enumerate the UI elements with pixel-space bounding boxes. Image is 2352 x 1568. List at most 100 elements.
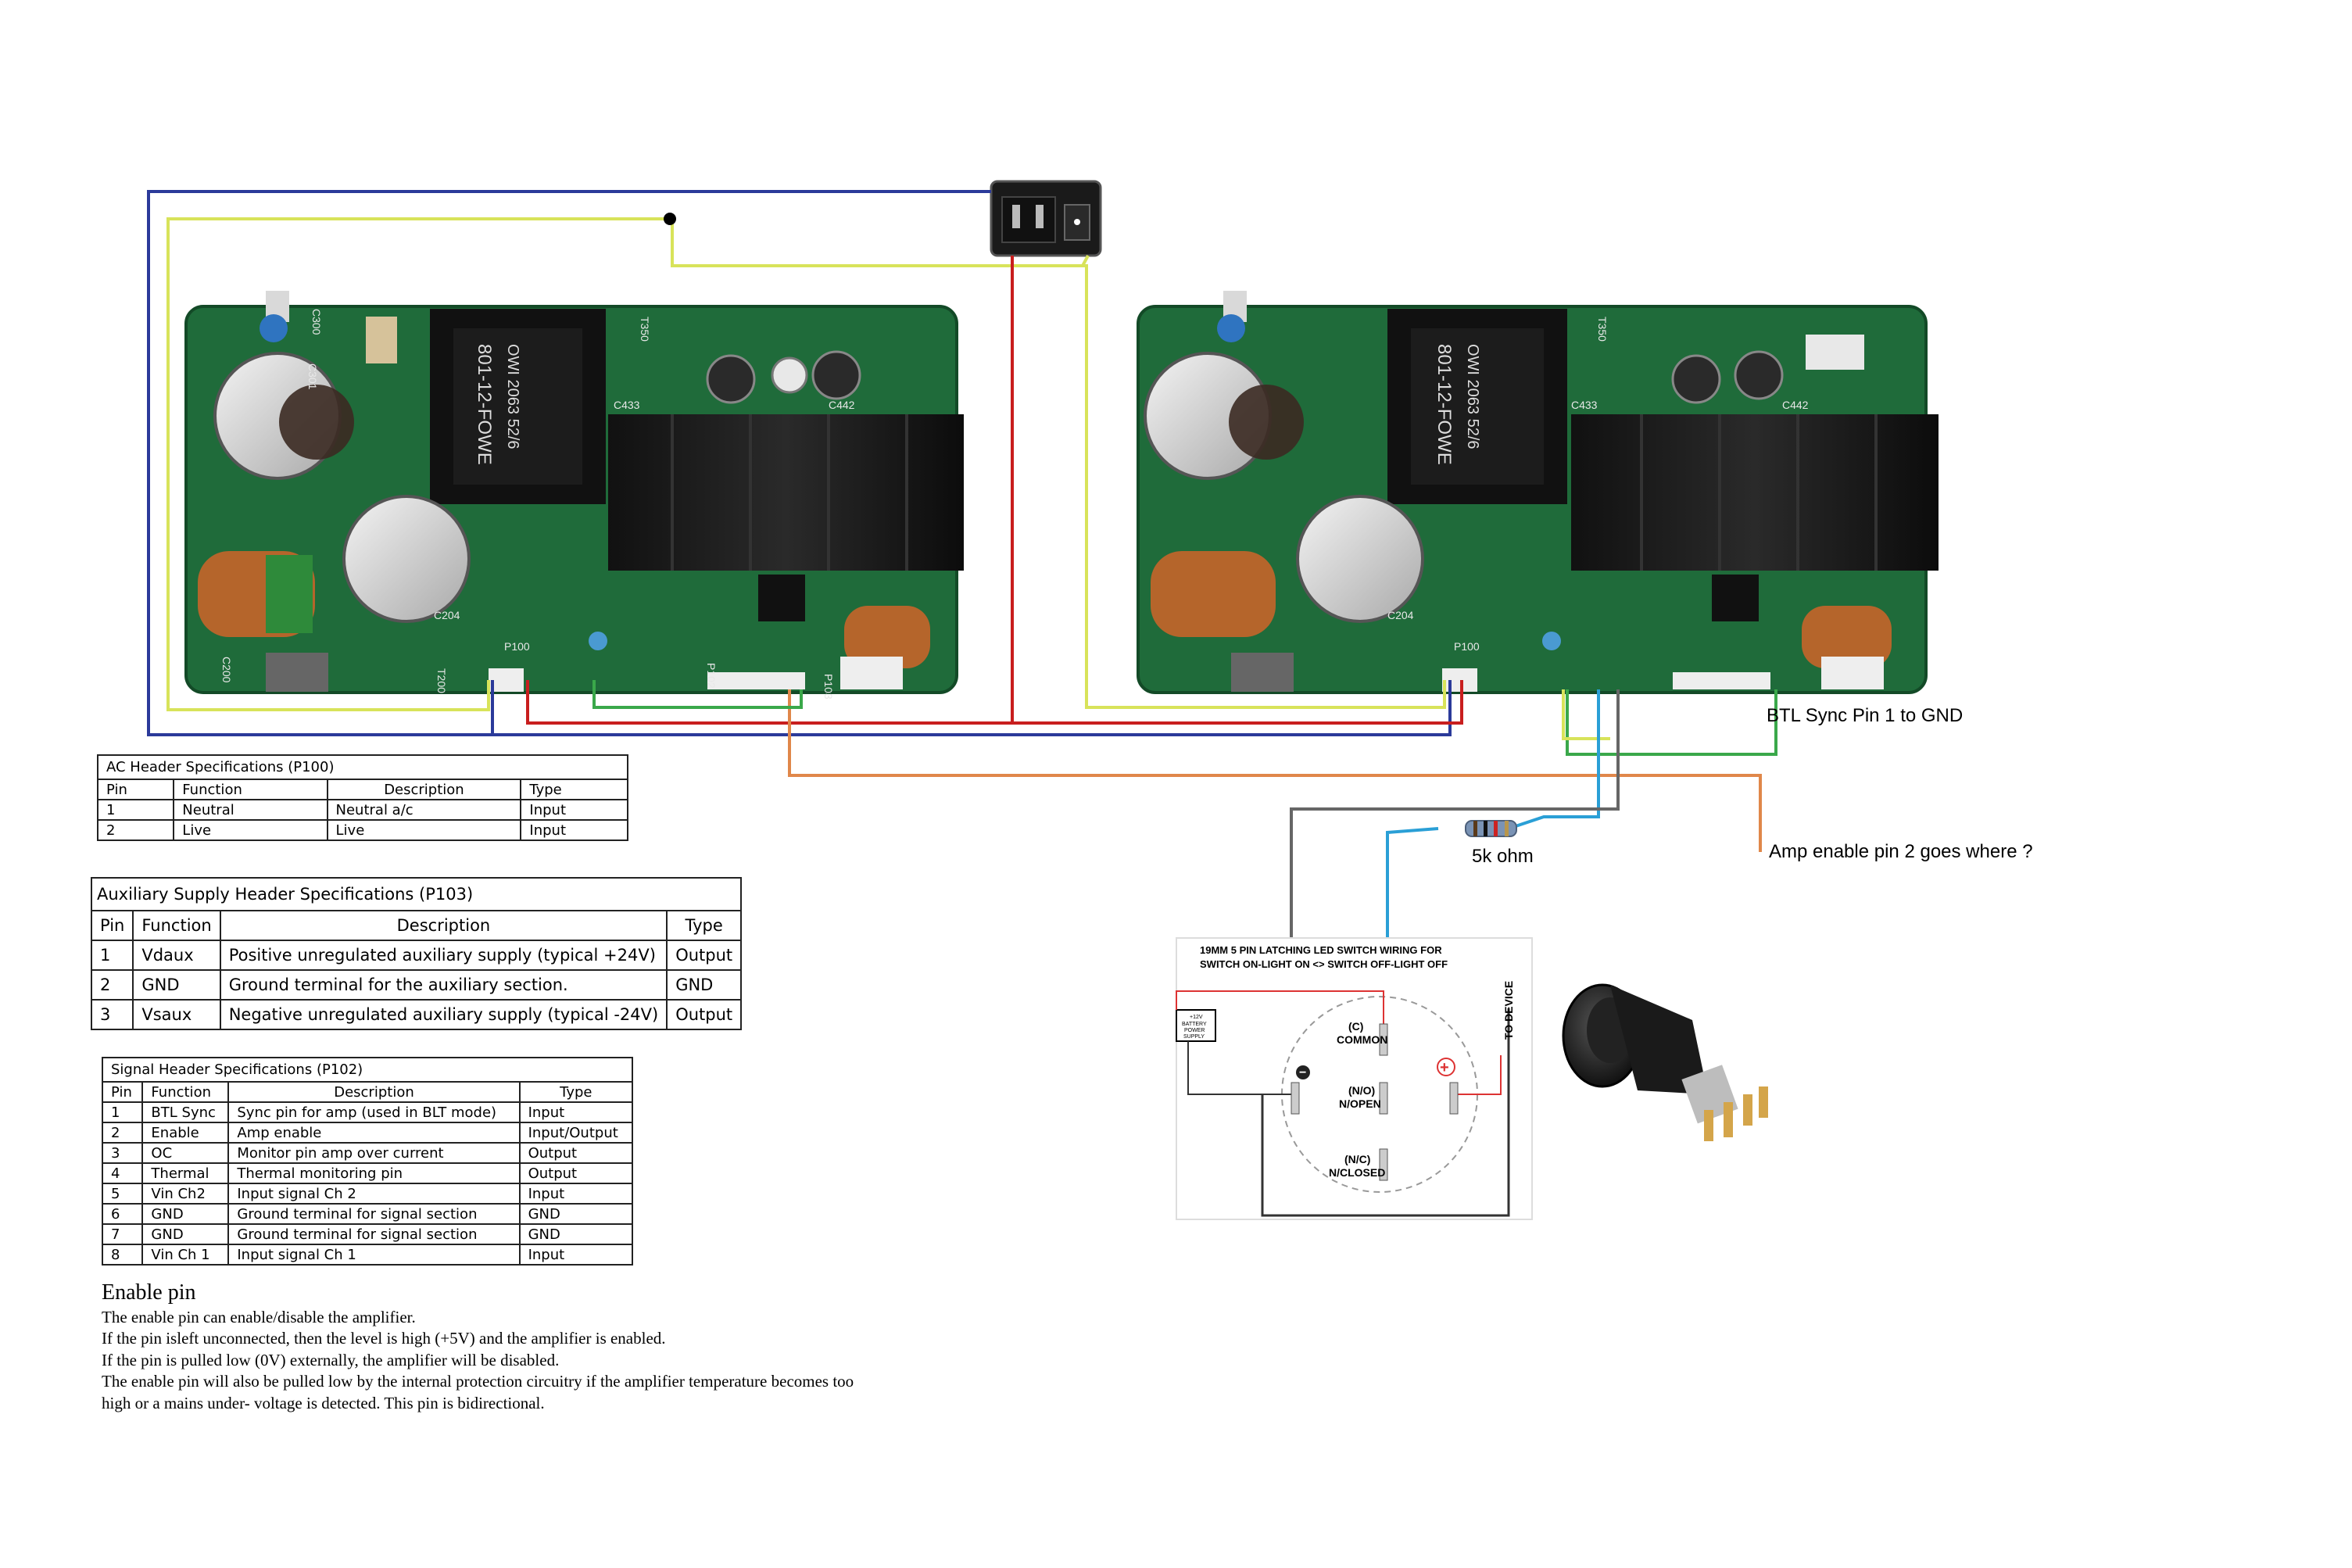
silk-t200-left: T200: [435, 668, 448, 693]
silk-p100-left: P100: [504, 640, 530, 653]
silk-c442-left: C442: [829, 399, 855, 411]
table-cell: 4: [101, 1162, 144, 1184]
table-cell: Input: [520, 799, 628, 821]
signal-header-table: Signal Header Specifications (P102) Pin …: [101, 1057, 634, 1265]
column-header: Pin: [90, 910, 134, 941]
table-cell: Live: [326, 819, 522, 841]
capacitor-left-2: [342, 495, 471, 623]
connector-right-p100: [1442, 668, 1477, 692]
wire-orange: [788, 689, 1762, 852]
column-header: Description: [326, 779, 522, 800]
inductor-code-right: OWI 2063 52/6: [1464, 344, 1481, 449]
table-cell: Monitor pin amp over current: [227, 1142, 521, 1164]
connector-left-p103: [840, 657, 903, 689]
silk-c442-right: C442: [1782, 399, 1809, 411]
table-header-row: Pin Function Description Type: [96, 779, 628, 800]
switch-minus: −: [1299, 1066, 1306, 1079]
enable-note-line: high or a mains under- voltage is detect…: [102, 1393, 545, 1412]
table-cell: 5: [101, 1183, 144, 1205]
table-cell: Input: [520, 819, 628, 841]
label-no-2: N/OPEN: [1339, 1097, 1381, 1110]
heatsink-right: [1571, 414, 1939, 571]
connector-left-p100: [489, 668, 524, 692]
table-cell: Input: [518, 1244, 634, 1265]
iec-power-inlet: [990, 180, 1102, 257]
table-cell: Vsaux: [132, 999, 221, 1030]
table-cell: Vin Ch 1: [141, 1244, 230, 1265]
column-header: Type: [518, 1081, 634, 1103]
svg-text:BATTERY: BATTERY: [1182, 1022, 1207, 1027]
table-cell: 3: [101, 1142, 144, 1164]
silk-p102-left: P102: [705, 663, 718, 689]
signal-table-caption: Signal Header Specifications (P102): [102, 1057, 633, 1081]
wire-green: [592, 680, 803, 709]
aux-table-caption: Auxiliary Supply Header Specifications (…: [91, 877, 743, 910]
switch-diagram-title-2: SWITCH ON-LIGHT ON <> SWITCH OFF-LIGHT O…: [1200, 958, 1448, 970]
table-cell: GND: [666, 969, 743, 1001]
label-nc-2: N/CLOSED: [1329, 1166, 1385, 1179]
capacitor-right-2: [1296, 495, 1424, 623]
table-cell: 2: [96, 819, 175, 841]
table-cell: Vdaux: [132, 940, 221, 971]
connector-right-p102: [1673, 672, 1770, 689]
table-cell: 2: [90, 969, 134, 1001]
ac-header-table: AC Header Specifications (P100) Pin Func…: [96, 754, 628, 841]
chip-right: [1712, 575, 1759, 621]
column-header: Pin: [101, 1081, 144, 1103]
table-header-row: Pin Function Description Type: [101, 1081, 634, 1103]
silk-c200-left: C200: [220, 657, 233, 683]
enable-note-line: If the pin is pulled low (0V) externally…: [102, 1350, 560, 1369]
column-header: Function: [173, 779, 328, 800]
coil-right-1: [1151, 551, 1276, 637]
table-cell: Enable: [141, 1122, 230, 1144]
aux-supply-table: Auxiliary Supply Header Specifications (…: [90, 877, 743, 1030]
table-cell: Input signal Ch 1: [227, 1244, 521, 1265]
table-cell: Negative unregulated auxiliary supply (t…: [219, 999, 668, 1030]
connector-right-p103: [1821, 657, 1884, 689]
enable-pin-notes: Enable pin The enable pin can enable/dis…: [102, 1282, 1001, 1414]
resistor: [1465, 820, 1517, 837]
table-cell: Neutral: [173, 799, 328, 821]
table-cell: Output: [666, 999, 743, 1030]
connector-left-p102: [707, 672, 805, 689]
table-row: 2 Live Live Input: [96, 819, 628, 841]
silk-c204-right: C204: [1387, 609, 1414, 621]
column-header: Pin: [96, 779, 175, 800]
table-header-row: Pin Function Description Type: [90, 910, 743, 941]
label-common-1: (C): [1348, 1020, 1363, 1033]
wire-neutral: [147, 190, 991, 736]
table-cell: Positive unregulated auxiliary supply (t…: [219, 940, 668, 971]
table-row: 3 Vsaux Negative unregulated auxiliary s…: [90, 999, 743, 1030]
table-cell: Neutral a/c: [326, 799, 522, 821]
inductor-label-left: 801-12-FOWE: [474, 344, 495, 465]
table-cell: 3: [90, 999, 134, 1030]
table-cell: Thermal monitoring pin: [227, 1162, 521, 1184]
table-cell: 8: [101, 1244, 144, 1265]
switch-plus: +: [1440, 1059, 1449, 1076]
silk-c433-right: C433: [1571, 399, 1598, 411]
enable-pin-heading: Enable pin: [102, 1280, 196, 1305]
column-header: Function: [141, 1081, 230, 1103]
table-cell: Input/Output: [518, 1122, 634, 1144]
label-nc-1: (N/C): [1344, 1153, 1370, 1165]
table-cell: Input signal Ch 2: [227, 1183, 521, 1205]
callout-amp-enable: Amp enable pin 2 goes where ?: [1769, 841, 2033, 862]
callout-btl-sync: BTL Sync Pin 1 to GND: [1767, 705, 1964, 726]
table-cell: Output: [666, 940, 743, 971]
table-cell: 1: [96, 799, 175, 821]
table-cell: Ground terminal for the auxiliary sectio…: [219, 969, 668, 1001]
enable-note-line: If the pin isleft unconnected, then the …: [102, 1329, 666, 1348]
switch-wiring-diagram: 19MM 5 PIN LATCHING LED SWITCH WIRING FO…: [1176, 937, 1533, 1220]
amp-board-left: 801-12-FOWE OWI 2063 52/6 C300 C301 C433…: [184, 291, 964, 700]
table-cell: 7: [101, 1223, 144, 1245]
inductor-label-right: 801-12-FOWE: [1434, 344, 1455, 465]
enable-note-line: The enable pin will also be pulled low b…: [102, 1372, 854, 1391]
table-cell: Vin Ch2: [141, 1183, 230, 1205]
amp-board-right: 801-12-FOWE OWI 2063 52/6 C433 C442 P100…: [1137, 291, 1939, 694]
svg-text:POWER: POWER: [1184, 1028, 1205, 1033]
